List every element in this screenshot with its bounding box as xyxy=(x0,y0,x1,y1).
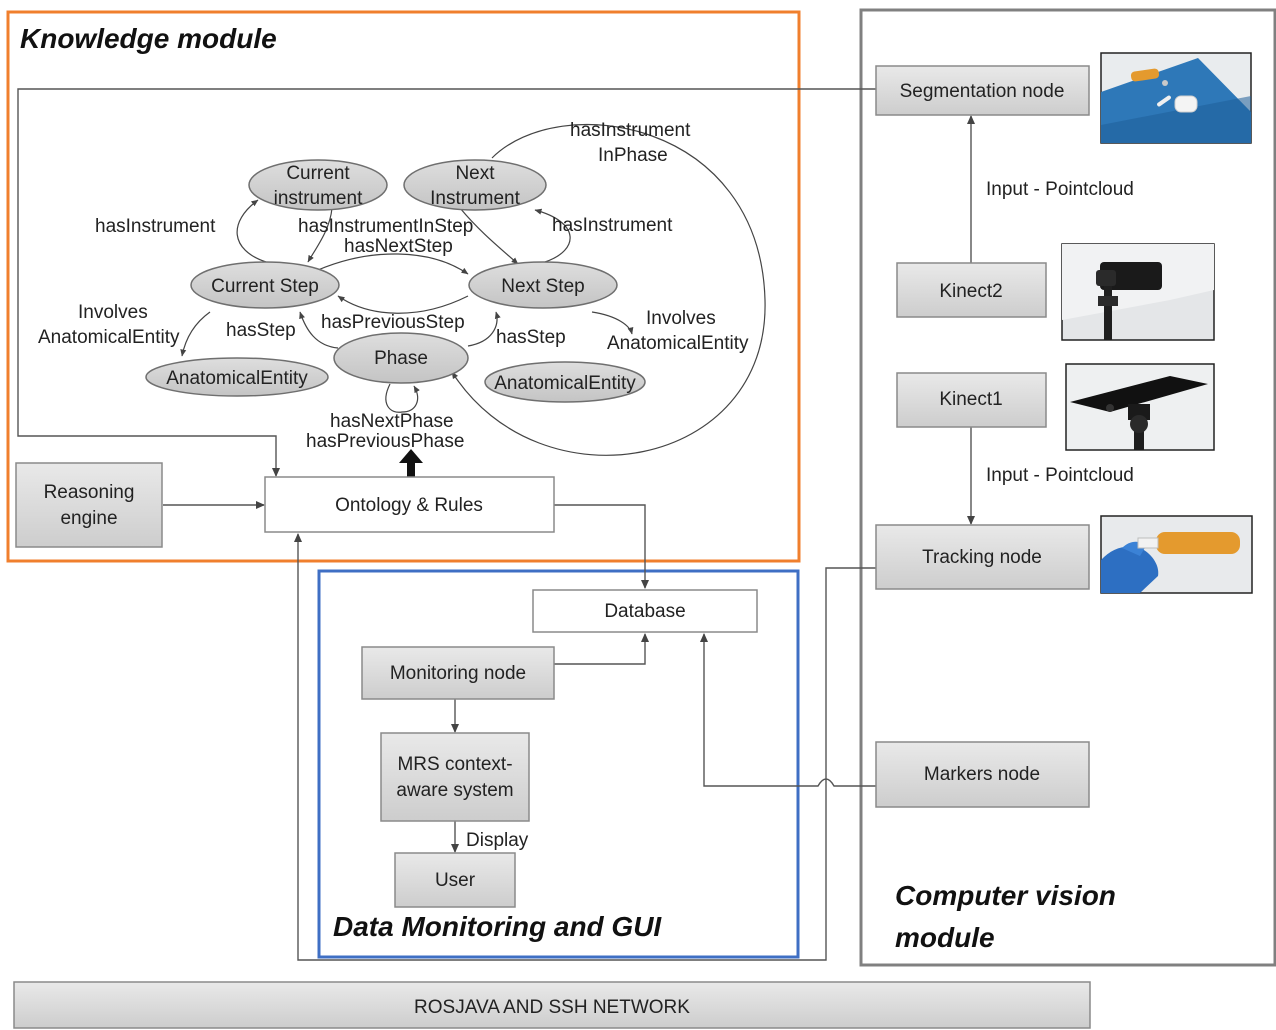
edge-phase-self-loop xyxy=(385,383,420,413)
next-instrument-label-1: Next xyxy=(455,163,495,184)
label-has-previous-step: hasPreviousStep xyxy=(321,312,465,333)
monitoring-module-title: Data Monitoring and GUI xyxy=(333,911,662,942)
user-label: User xyxy=(435,870,476,891)
mrs-system-label-1: MRS context- xyxy=(397,754,512,775)
label-involves-right-2: AnatomicalEntity xyxy=(607,333,749,354)
anatomical-right-label: AnatomicalEntity xyxy=(494,373,636,394)
wire-ontology-to-database xyxy=(554,504,649,589)
reasoning-engine-label-2: engine xyxy=(60,508,117,529)
mrs-system-label-2: aware system xyxy=(396,780,513,801)
network-bar xyxy=(13,981,1091,1029)
edge-involves-right xyxy=(591,311,634,335)
wire-tracking-to-ontology xyxy=(294,533,876,961)
reasoning-engine-label-1: Reasoning xyxy=(44,482,135,503)
current-step-label: Current Step xyxy=(211,276,319,297)
kinect1-box xyxy=(896,372,1047,428)
vision-module-title-line2: module xyxy=(895,922,995,953)
segmentation-photo xyxy=(1100,52,1252,144)
ontology-current-step xyxy=(190,261,340,309)
monitoring-node-box xyxy=(361,646,555,700)
edge-has-step-right xyxy=(467,311,501,347)
label-has-instrument-in-phase-1: hasInstrument xyxy=(570,120,691,141)
segmentation-node-box xyxy=(875,65,1090,116)
ontology-next-step xyxy=(468,261,618,309)
monitoring-module-frame xyxy=(317,569,800,959)
ontology-rules-label: Ontology & Rules xyxy=(335,495,483,516)
kinect1-label: Kinect1 xyxy=(939,389,1002,410)
ontology-current-instrument xyxy=(248,159,388,211)
label-has-instrument-in-step: hasInstrumentInStep xyxy=(298,216,473,237)
kinect1-photo xyxy=(1065,363,1215,451)
edge-has-instrument-in-step-b xyxy=(459,207,519,265)
vision-module-frame xyxy=(859,8,1276,967)
database-label: Database xyxy=(604,601,685,622)
knowledge-module-frame xyxy=(6,10,801,563)
label-has-previous-phase: hasPreviousPhase xyxy=(306,431,464,452)
markers-node-label: Markers node xyxy=(924,764,1040,785)
current-instrument-label-1: Current xyxy=(286,163,350,184)
edge-has-instrument-in-phase xyxy=(451,123,766,456)
kinect2-box xyxy=(896,262,1047,318)
edge-has-previous-step xyxy=(337,295,469,314)
edge-involves-left xyxy=(180,311,211,357)
reasoning-engine-box xyxy=(15,462,163,548)
ontology-anatomical-left xyxy=(145,357,329,397)
ontology-anatomical-right xyxy=(484,361,646,403)
label-involves-left-1: Involves xyxy=(78,302,148,323)
ontology-next-instrument xyxy=(403,159,547,211)
tracking-photo xyxy=(1100,515,1253,594)
edge-has-instrument-in-step-a xyxy=(307,207,333,263)
edge-has-next-step xyxy=(317,253,469,275)
ontology-thick-arrow xyxy=(399,449,423,477)
label-has-instrument-left: hasInstrument xyxy=(95,216,216,237)
vision-module-title-line1: Computer vision xyxy=(895,880,1116,911)
label-has-instrument-in-phase-2: InPhase xyxy=(598,145,668,166)
user-box xyxy=(394,852,516,908)
edge-has-step-left xyxy=(299,311,339,349)
label-has-next-step: hasNextStep xyxy=(344,236,453,257)
label-has-next-phase: hasNextPhase xyxy=(330,411,454,432)
tracking-node-box xyxy=(875,524,1090,590)
label-has-step-left: hasStep xyxy=(226,320,296,341)
label-involves-left-2: AnatomicalEntity xyxy=(38,327,180,348)
mrs-system-box xyxy=(380,732,530,822)
next-instrument-label-2: Instrument xyxy=(430,188,520,209)
tracking-node-label: Tracking node xyxy=(922,547,1042,568)
database-box xyxy=(532,589,758,633)
ontology-phase xyxy=(333,332,469,384)
edge-has-instrument-left xyxy=(236,199,267,263)
edge-has-instrument-right xyxy=(534,208,571,263)
label-involves-right-1: Involves xyxy=(646,308,716,329)
kinect2-label: Kinect2 xyxy=(939,281,1002,302)
label-has-step-right: hasStep xyxy=(496,327,566,348)
display-label: Display xyxy=(466,830,529,851)
label-has-instrument-right: hasInstrument xyxy=(552,215,673,236)
kinect2-photo xyxy=(1061,243,1215,341)
next-step-label: Next Step xyxy=(501,276,584,297)
markers-node-box xyxy=(875,741,1090,808)
anatomical-left-label: AnatomicalEntity xyxy=(166,368,308,389)
phase-label: Phase xyxy=(374,348,428,369)
network-bar-label: ROSJAVA AND SSH NETWORK xyxy=(414,997,690,1018)
monitoring-node-label: Monitoring node xyxy=(390,663,526,684)
knowledge-module-title: Knowledge module xyxy=(20,23,277,54)
ontology-graph: Current instrument Next Instrument Curre… xyxy=(38,120,766,477)
ontology-rules-box xyxy=(264,476,555,533)
wire-markers-to-database xyxy=(700,633,876,787)
wire-monitoring-to-database xyxy=(554,633,649,665)
segmentation-node-label: Segmentation node xyxy=(900,81,1065,102)
pointcloud-bottom-label: Input - Pointcloud xyxy=(986,465,1134,486)
current-instrument-label-2: instrument xyxy=(274,188,363,209)
pointcloud-top-label: Input - Pointcloud xyxy=(986,179,1134,200)
wire-segmentation-to-ontology xyxy=(17,88,876,477)
